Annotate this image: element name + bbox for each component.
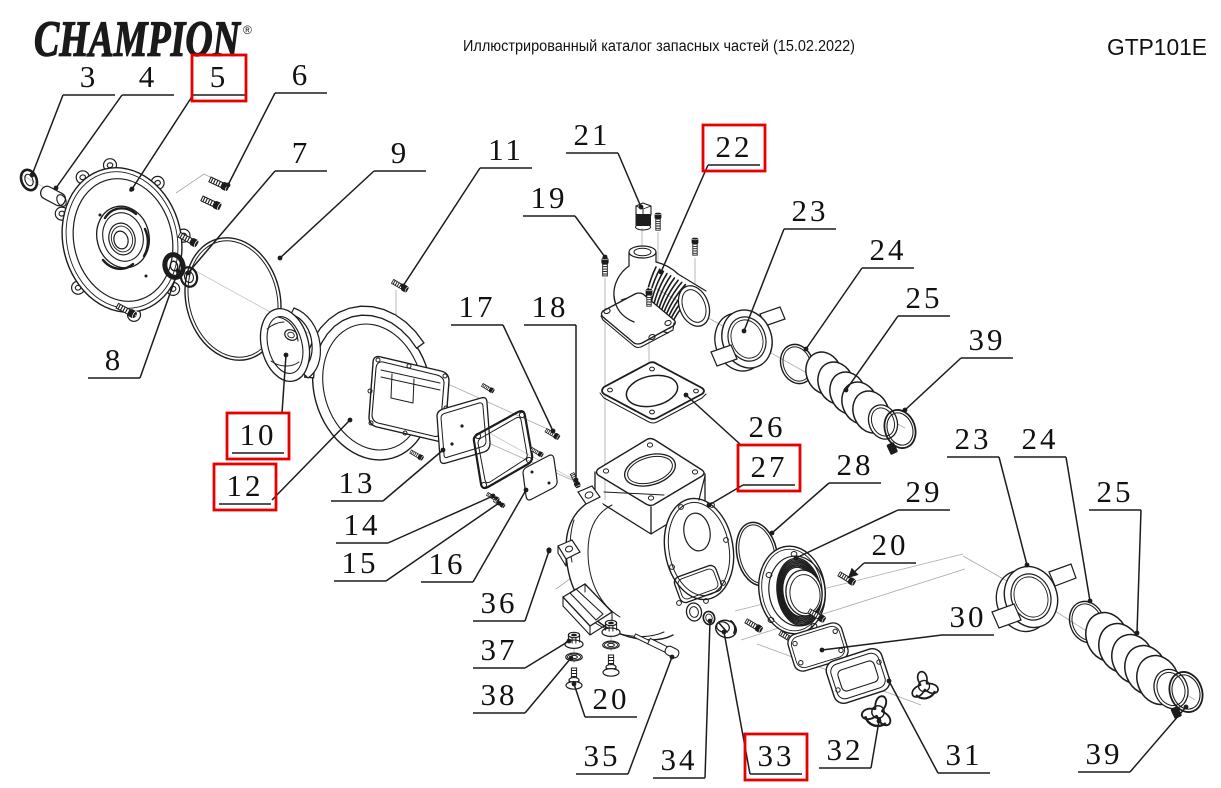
svg-text:11: 11 (488, 132, 524, 167)
svg-text:36: 36 (481, 585, 518, 620)
svg-text:4: 4 (139, 59, 158, 94)
svg-text:12: 12 (227, 468, 264, 503)
svg-text:9: 9 (391, 135, 410, 170)
svg-text:35: 35 (584, 738, 621, 773)
svg-text:24: 24 (1022, 421, 1059, 456)
svg-text:20: 20 (593, 681, 630, 716)
svg-text:34: 34 (661, 742, 698, 777)
svg-text:33: 33 (758, 738, 795, 773)
svg-text:GTP101E: GTP101E (1107, 34, 1207, 60)
svg-text:24: 24 (870, 232, 907, 267)
svg-text:Иллюстрированный каталог запас: Иллюстрированный каталог запасных частей… (463, 38, 855, 55)
svg-text:29: 29 (906, 474, 943, 509)
svg-text:5: 5 (210, 59, 229, 94)
svg-text:31: 31 (946, 737, 983, 772)
svg-text:25: 25 (1097, 474, 1134, 509)
svg-text:13: 13 (339, 465, 376, 500)
svg-text:16: 16 (429, 546, 466, 581)
svg-text:37: 37 (481, 632, 518, 667)
svg-text:32: 32 (827, 732, 864, 767)
svg-text:17: 17 (459, 289, 496, 324)
svg-text:CHAMPION: CHAMPION (34, 12, 242, 68)
svg-text:15: 15 (342, 545, 379, 580)
svg-text:39: 39 (1086, 736, 1123, 771)
svg-text:14: 14 (344, 507, 381, 542)
svg-text:21: 21 (574, 117, 611, 152)
svg-text:27: 27 (751, 449, 788, 484)
svg-text:10: 10 (240, 417, 277, 452)
svg-text:®: ® (243, 23, 252, 37)
svg-text:20: 20 (872, 527, 909, 562)
svg-text:7: 7 (292, 135, 311, 170)
svg-text:30: 30 (950, 599, 987, 634)
svg-text:22: 22 (716, 129, 753, 164)
svg-text:26: 26 (749, 409, 786, 444)
svg-text:3: 3 (80, 59, 99, 94)
svg-text:18: 18 (532, 289, 569, 324)
svg-text:19: 19 (531, 180, 568, 215)
svg-text:6: 6 (292, 57, 311, 92)
svg-text:23: 23 (792, 193, 829, 228)
svg-text:38: 38 (481, 677, 518, 712)
svg-text:8: 8 (105, 342, 124, 377)
svg-text:23: 23 (955, 421, 992, 456)
svg-text:28: 28 (837, 447, 874, 482)
svg-text:39: 39 (969, 322, 1006, 357)
svg-text:25: 25 (906, 280, 943, 315)
